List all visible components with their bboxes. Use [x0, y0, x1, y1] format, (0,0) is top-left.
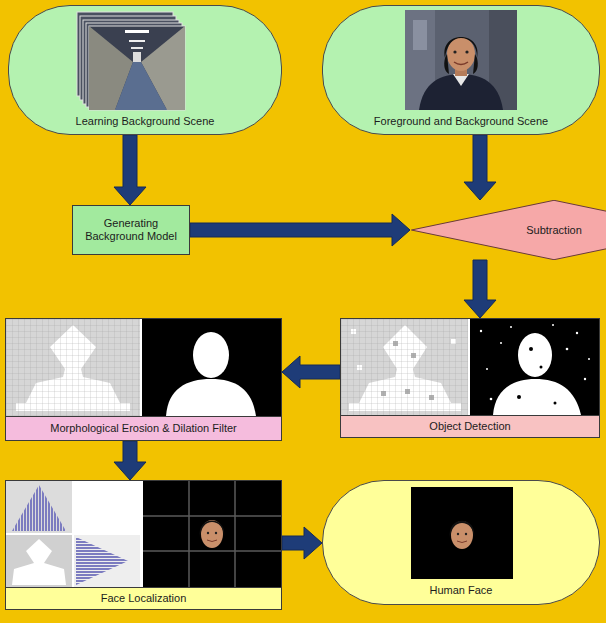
- corridor-frames: [75, 10, 187, 112]
- node-label: Face Localization: [6, 587, 281, 609]
- filter-panel: Morphological Erosion & Dilation Filter: [5, 318, 282, 441]
- output-pill: Human Face: [322, 480, 600, 605]
- detection-panel: Object Detection: [340, 318, 600, 438]
- node-label: Morphological Erosion & Dilation Filter: [6, 416, 281, 440]
- block-arrow: [114, 135, 146, 205]
- node-label: Object Detection: [341, 415, 599, 437]
- localization-images: [6, 481, 281, 587]
- node-label: Generating Background Model: [73, 213, 189, 247]
- block-arrow: [282, 527, 322, 559]
- localization-panel: Face Localization: [5, 480, 282, 610]
- input-scene-pill: Learning Background Scene: [8, 5, 282, 135]
- node-label: Foreground and Background Scene: [323, 113, 599, 134]
- filtered-mask-images: [6, 319, 281, 416]
- process-box: Generating Background Model: [72, 205, 190, 255]
- node-label: Learning Background Scene: [9, 113, 281, 134]
- face-result-image: [411, 487, 513, 579]
- node-label: Human Face: [323, 582, 599, 604]
- block-arrow: [114, 441, 146, 480]
- block-arrow: [282, 356, 340, 388]
- person-photo: [405, 10, 517, 110]
- detected-mask-images: [341, 319, 599, 415]
- block-arrow: [464, 135, 496, 200]
- node-label: Subtraction: [410, 222, 606, 239]
- decision-diamond: Subtraction: [410, 200, 606, 260]
- block-arrow: [464, 260, 496, 318]
- block-arrow: [190, 214, 410, 246]
- input-scene-pill: Foreground and Background Scene: [322, 5, 600, 135]
